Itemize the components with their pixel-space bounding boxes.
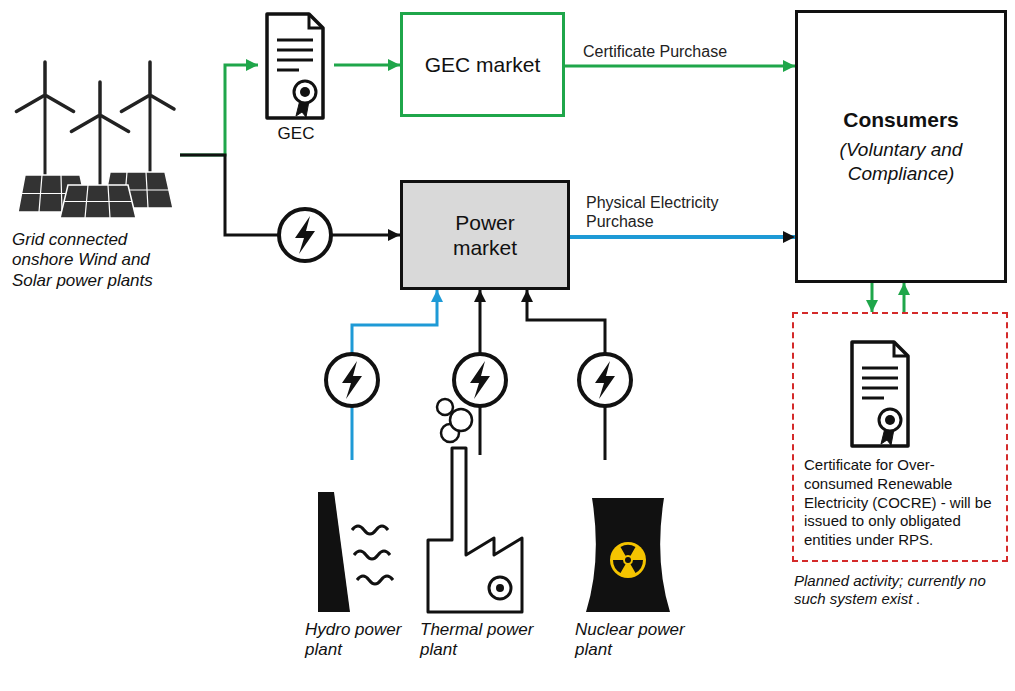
- coal-symbol: [496, 584, 504, 592]
- thermal-plant: Thermal power plant: [420, 455, 540, 661]
- electricity-icon: [454, 354, 506, 406]
- turbine-tower: [99, 115, 102, 195]
- flow-arrow: [871, 283, 874, 312]
- certificate-icon: [267, 14, 323, 118]
- electricity-icon: [326, 354, 378, 406]
- plant-caption: Hydro power plant: [305, 620, 415, 661]
- smoke-puff: [437, 399, 453, 415]
- certificate-icon: [852, 342, 908, 446]
- flow-arrow: [565, 65, 795, 68]
- radiation-symbol: [610, 542, 646, 578]
- coal-symbol: [489, 577, 511, 599]
- turbine-blades: [71, 82, 128, 132]
- consumer-box: Consumers (Voluntary and Compliance): [795, 10, 1007, 283]
- turbine-blades: [16, 62, 73, 112]
- radiation-blade: [631, 560, 644, 573]
- wind-solar-plant: Grid connected onshore Wind and Solar po…: [12, 75, 180, 291]
- market-box: Power market: [400, 180, 570, 290]
- smoke-puff: [450, 409, 472, 431]
- radiation-blade: [621, 545, 636, 556]
- thermal-plant-icon: [428, 399, 522, 612]
- electricity-icon: [279, 209, 331, 261]
- water-waves: [352, 526, 393, 584]
- flow-arrow: [903, 283, 906, 312]
- flow-arrow: [180, 65, 258, 155]
- radiation-blade: [613, 560, 626, 573]
- note-label: Planned activity; currently no such syst…: [794, 572, 1004, 608]
- edge-label: Certificate Purchase: [581, 42, 729, 61]
- planned-certificate-box: Certificate for Over-consumed Renewable …: [792, 312, 1008, 562]
- panel-grid: [64, 185, 132, 218]
- box-title: Power market: [443, 210, 527, 260]
- nuclear-plant: Nuclear power plant: [575, 460, 693, 661]
- plant-caption: Nuclear power plant: [575, 620, 693, 661]
- radiation-disc: [610, 542, 646, 578]
- dam-wall: [318, 492, 350, 612]
- box-title: Consumers: [843, 107, 959, 132]
- certificate-description: Certificate for Over-consumed Renewable …: [804, 456, 998, 550]
- solar-panel: [60, 185, 136, 218]
- flow-arrow: [334, 64, 400, 67]
- plant-caption: Thermal power plant: [420, 620, 540, 661]
- turbine-blades: [121, 62, 174, 112]
- hydro-plant: Hydro power plant: [305, 460, 415, 661]
- solar-panels: [18, 172, 173, 218]
- box-subtitle: (Voluntary and Compliance): [826, 138, 976, 186]
- radiation-center: [625, 557, 631, 563]
- turbine-tower: [149, 95, 152, 180]
- certificate-label: GEC: [278, 124, 315, 144]
- box-title: GEC market: [425, 52, 541, 77]
- hydro-dam-icon: [318, 492, 393, 612]
- electricity-icon: [579, 354, 631, 406]
- gec-certificate: GEC: [258, 8, 334, 144]
- turbine-tower: [44, 95, 47, 185]
- market-box: GEC market: [400, 12, 565, 117]
- nuclear-plant-icon: [586, 498, 670, 612]
- factory-building: [428, 448, 522, 612]
- flow-arrow: [570, 235, 795, 239]
- cooling-tower: [586, 498, 670, 612]
- edge-label: Physical Electricity Purchase: [584, 193, 763, 231]
- plant-caption: Grid connected onshore Wind and Solar po…: [12, 230, 180, 291]
